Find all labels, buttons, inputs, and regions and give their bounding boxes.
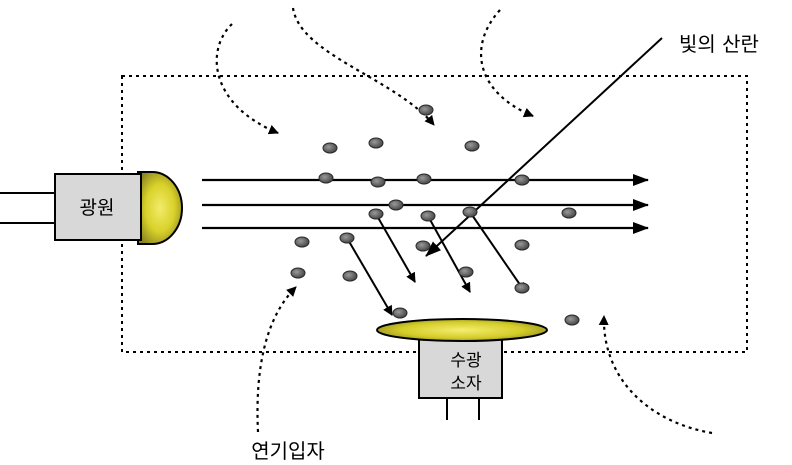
source-body — [54, 173, 142, 241]
smoke-particle — [370, 176, 386, 188]
scatter-arrow — [346, 237, 393, 316]
smoke-particles — [290, 104, 580, 326]
smoke-particle — [514, 174, 530, 186]
source-lens — [137, 171, 183, 245]
scatter-arrow — [469, 211, 526, 293]
smoke-particle — [418, 104, 434, 116]
light-source-label: 광원 — [80, 197, 115, 219]
smoke-particle — [464, 140, 480, 152]
smoke-particle — [294, 236, 310, 248]
scatter-arrow — [427, 215, 471, 293]
scattered-light-arrows — [346, 37, 663, 316]
smoke-particle — [514, 239, 530, 251]
light-receiver: 수광 소자 — [376, 318, 548, 420]
receiver-label-line2: 소자 — [450, 374, 482, 394]
smoke-particle — [368, 208, 384, 220]
smoke-particle-label: 연기입자 — [251, 439, 325, 463]
light-source: 광원 — [0, 171, 183, 245]
smoke-particle — [388, 199, 404, 211]
smoke-particle — [462, 206, 478, 218]
scatter-indicator-line — [425, 37, 663, 257]
smoke-flow-arrow — [291, 7, 435, 126]
receiver-label-line1: 수광 — [450, 351, 481, 371]
smoke-particle — [392, 307, 408, 319]
smoke-particle — [514, 282, 530, 294]
smoke-particle — [318, 172, 334, 184]
smoke-particle — [458, 266, 474, 278]
smoke-flow-arrows — [215, 7, 713, 435]
smoke-flow-arrow — [256, 286, 297, 433]
smoke-particle — [290, 267, 306, 279]
smoke-particle — [339, 232, 355, 244]
smoke-particle — [415, 240, 431, 252]
smoke-flow-arrow — [215, 23, 279, 135]
scattering-label: 빛의 산란 — [679, 32, 759, 56]
smoke-particle — [322, 142, 338, 154]
smoke-particle — [561, 207, 577, 219]
smoke-particle — [416, 173, 432, 185]
smoke-flow-arrow — [479, 9, 534, 118]
smoke-flow-arrow — [598, 315, 713, 435]
smoke-particle — [368, 137, 384, 149]
smoke-particle — [420, 210, 436, 222]
receiver-lens — [376, 318, 548, 342]
scatter-arrow — [375, 213, 416, 283]
smoke-particle — [564, 314, 580, 326]
smoke-particle — [342, 270, 358, 282]
